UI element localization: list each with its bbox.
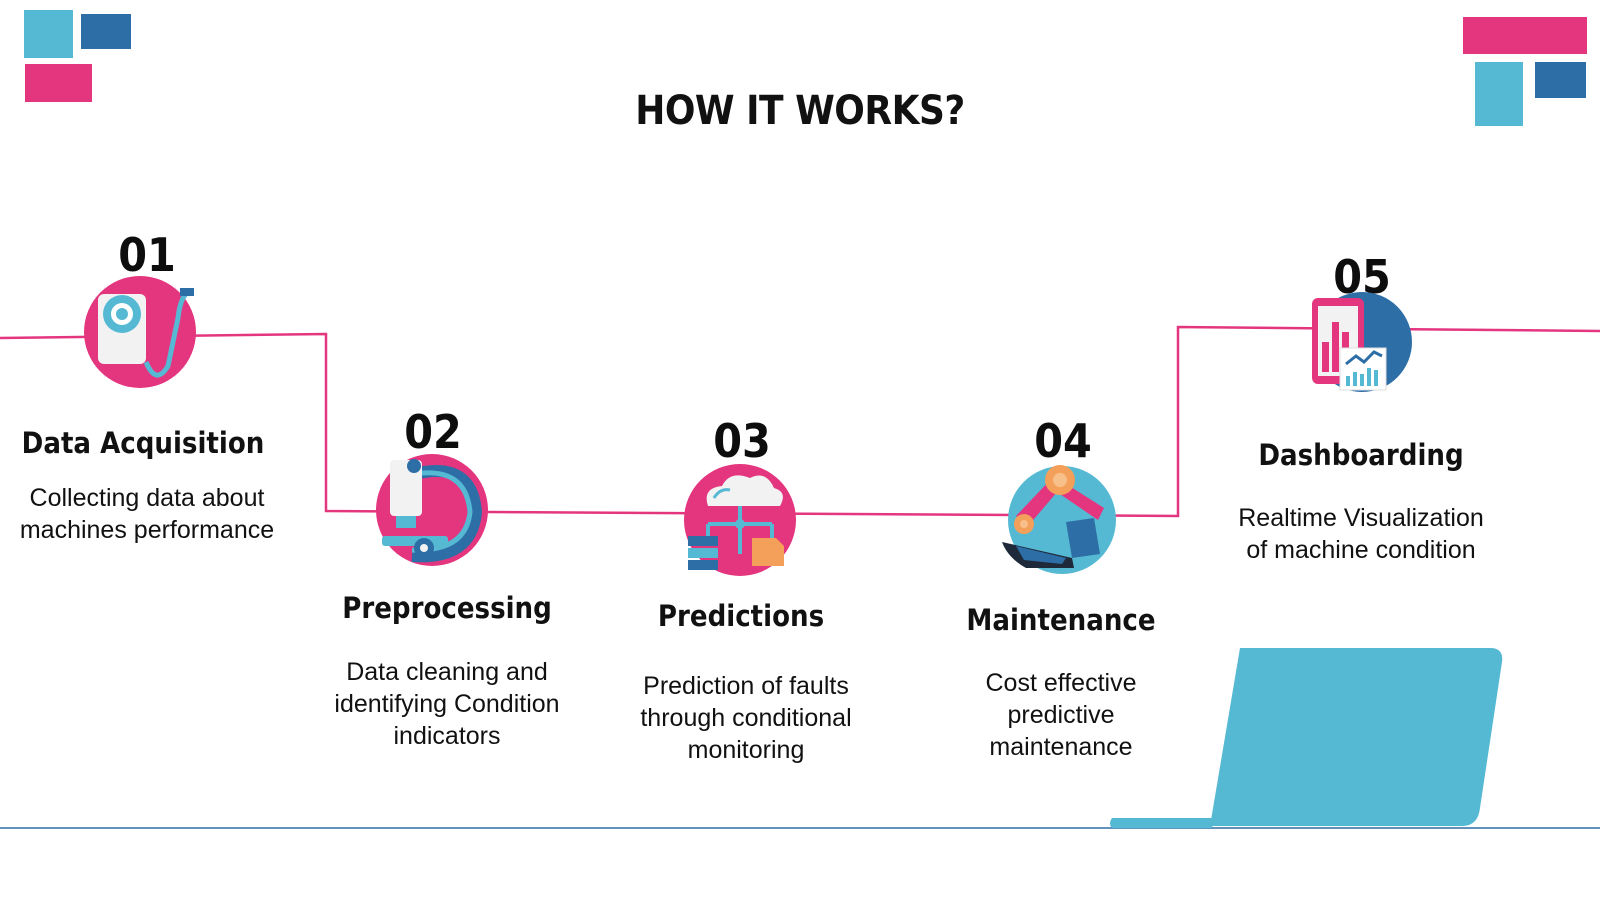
step-number-4: 04 [1034, 414, 1092, 468]
step-title-5: Dashboarding [1258, 438, 1464, 472]
step-description-1: Collecting data about machines performan… [19, 484, 275, 544]
step-description-5: Realtime Visualization of machine condit… [1238, 504, 1484, 564]
corner-block-pink-top-left [25, 64, 92, 102]
corner-block-navy-top-left [81, 14, 131, 49]
step-title-3: Predictions [657, 599, 825, 633]
step-description-2: Data cleaning and identifying Condition … [334, 658, 560, 750]
step-title-2: Preprocessing [342, 591, 552, 625]
step-title-4: Maintenance [966, 603, 1156, 637]
sensor-icon [84, 276, 196, 388]
dashboard-chart-icon [1312, 292, 1412, 392]
robot-arm-icon [1002, 465, 1116, 574]
corner-block-pink-top-right [1463, 17, 1587, 54]
cloud-network-icon [684, 464, 796, 576]
laptop-illustration [1110, 648, 1503, 828]
microscope-icon [376, 454, 488, 566]
step-title-1: Data Acquisition [21, 426, 265, 460]
step-description-3: Prediction of faults through conditional… [640, 672, 852, 764]
step-description-4: Cost effective predictive maintenance [985, 669, 1137, 761]
step-number-1: 01 [118, 228, 176, 282]
corner-block-teal-top-right [1475, 62, 1523, 126]
step-number-3: 03 [713, 414, 771, 468]
step-number-2: 02 [404, 405, 462, 459]
page-title: HOW IT WORKS? [635, 88, 965, 134]
corner-block-navy-top-right [1535, 62, 1586, 98]
corner-block-teal-top-left [24, 10, 73, 58]
